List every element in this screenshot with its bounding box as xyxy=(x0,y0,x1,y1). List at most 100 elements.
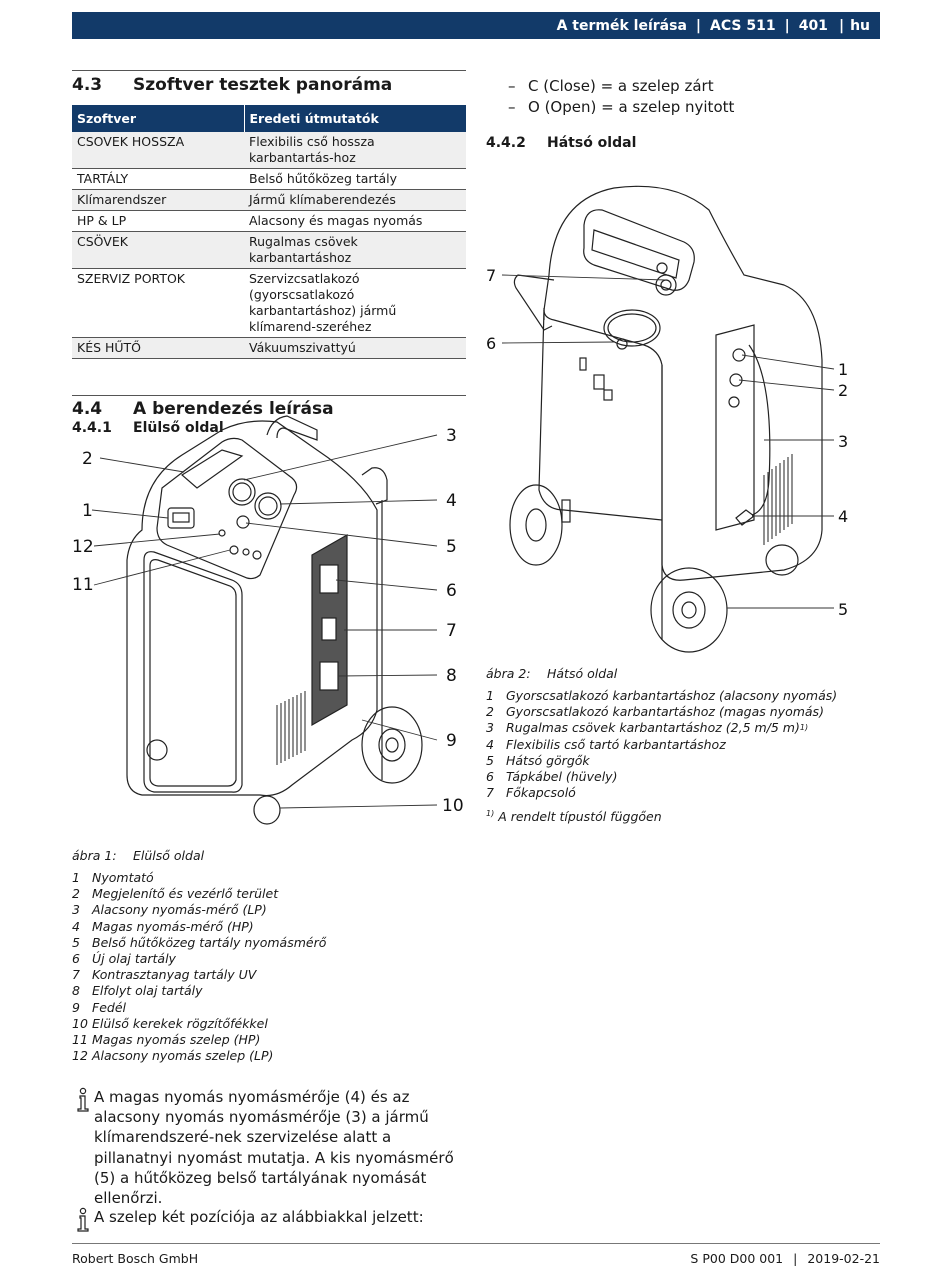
legend-text: Alacsony nyomás szelep (LP) xyxy=(92,1048,274,1064)
header-sep: | xyxy=(838,17,845,34)
legend-number: 3 xyxy=(72,902,80,918)
legend-number: 5 xyxy=(486,752,494,768)
legend-number: 3 xyxy=(486,720,494,736)
info-note: A szelep két pozíciója az alábbiakkal je… xyxy=(72,1207,464,1233)
legend-text: Elfolyt olaj tartály xyxy=(92,983,203,999)
legend-number: 2 xyxy=(72,886,80,902)
figure2-legend: 1 Gyorscsatlakozó karbantartáshoz (alacso… xyxy=(486,688,880,801)
legend-text: Gyorscsatlakozó karbantartáshoz (alacson… xyxy=(506,688,838,703)
legend-number: 6 xyxy=(72,951,80,967)
legend-text: Új olaj tartály xyxy=(92,951,176,967)
list-item: 2 Megjelenítő és vezérlő terület xyxy=(72,886,466,902)
callout-label: 6 xyxy=(486,334,496,353)
legend-number: 2 xyxy=(486,704,494,720)
software-table: Szoftver Eredeti útmutatók CSOVEK HOSSZA… xyxy=(72,105,466,359)
rear-view-illustration: 7 6 1 2 3 4 5 xyxy=(486,185,848,653)
table-cell: KÉS HŰTŐ xyxy=(72,337,244,359)
subsection-title: Hátsó oldal xyxy=(547,135,637,151)
callout-label: 9 xyxy=(446,731,457,751)
figure-title: Hátsó oldal xyxy=(547,666,618,681)
legend-number: 1 xyxy=(486,688,494,703)
table-cell: SZERVIZ PORTOK xyxy=(72,268,244,338)
legend-number: 7 xyxy=(486,785,494,801)
callout-label: 4 xyxy=(446,491,457,511)
info-icon xyxy=(77,1207,89,1232)
callout-label: 5 xyxy=(838,600,848,619)
section-number: 4.4 xyxy=(72,399,103,419)
figure-label: ábra 2: xyxy=(486,666,531,681)
list-item: 1 Gyorscsatlakozó karbantartáshoz (alacso… xyxy=(486,688,880,704)
section-title: Szoftver tesztek panoráma xyxy=(133,75,393,95)
footer-company: Robert Bosch GmbH xyxy=(72,1251,199,1266)
legend-text: Alacsony nyomás-mérő (LP) xyxy=(92,902,267,918)
right-column: –C (Close) = a szelep zárt –O (Open) = a… xyxy=(486,70,880,151)
table-row: TARTÁLY Belső hűtőközeg tartály xyxy=(72,168,466,190)
figure-caption: ábra 2: Hátsó oldal xyxy=(486,666,880,681)
legend-number: 4 xyxy=(486,736,494,752)
info-icon xyxy=(77,1087,89,1112)
left-column: 4.3 Szoftver tesztek panoráma Szoftver E… xyxy=(72,70,466,436)
table-cell: CSOVEK HOSSZA xyxy=(72,132,244,169)
legend-text: Belső hűtőközeg tartály nyomásmérő xyxy=(92,934,327,950)
figure-label: ábra 1: xyxy=(72,848,117,863)
subsection-4-4-1-heading: 4.4.1 Elülső oldal xyxy=(72,420,466,436)
legend-text: Magas nyomás-mérő (HP) xyxy=(92,918,254,934)
figure-caption: ábra 1: Elülső oldal xyxy=(72,848,466,863)
callout-label: 4 xyxy=(838,507,848,526)
page-header: A termék leírása | ACS 511 | 401 | hu xyxy=(72,12,880,39)
callout-label: 3 xyxy=(838,432,848,451)
section-title: A berendezés leírása xyxy=(133,399,334,419)
legend-number: 11 xyxy=(72,1032,88,1048)
list-item: 6 Új olaj tartály xyxy=(72,951,466,967)
legend-text: Gyorscsatlakozó karbantartáshoz (magas n… xyxy=(506,704,824,720)
callout-label: 12 xyxy=(72,537,94,557)
table-cell: Rugalmas csövek karbantartáshoz xyxy=(244,231,466,269)
header-lang: hu xyxy=(850,17,870,34)
table-cell: Alacsony és magas nyomás xyxy=(244,210,466,232)
footnote-ref: 1) xyxy=(799,723,809,733)
table-row: CSÖVEK Rugalmas csövek karbantartáshoz xyxy=(72,231,466,269)
header-product: ACS 511 xyxy=(710,17,776,34)
subsection-title: Elülső oldal xyxy=(133,420,224,436)
table-cell: HP & LP xyxy=(72,210,244,232)
legend-number: 8 xyxy=(72,983,80,999)
legend-text: Megjelenítő és vezérlő terület xyxy=(92,886,279,902)
legend-number: 12 xyxy=(72,1048,88,1064)
legend-text: Magas nyomás szelep (HP) xyxy=(92,1032,261,1048)
callout-label: 6 xyxy=(446,581,457,601)
callout-label: 7 xyxy=(486,266,496,285)
legend-text: Nyomtató xyxy=(92,870,154,885)
front-view-illustration: 2 1 3 4 5 6 7 8 9 10 11 12 xyxy=(72,415,464,825)
legend-number: 9 xyxy=(72,999,80,1015)
list-item: 3 Alacsony nyomás-mérő (LP) xyxy=(72,902,466,918)
dash-marker: – xyxy=(508,97,516,116)
header-sep: | xyxy=(784,17,790,34)
note-text: A szelep két pozíciója az alábbiakkal je… xyxy=(94,1208,424,1226)
legend-text: Kontrasztanyag tartály UV xyxy=(92,967,257,983)
section-rule xyxy=(72,70,466,71)
table-cell: TARTÁLY xyxy=(72,168,244,190)
note-text: A magas nyomás nyomásmérője (4) és az al… xyxy=(94,1088,454,1208)
callout-label: 11 xyxy=(72,575,94,595)
footer-date: 2019-02-21 xyxy=(807,1251,880,1266)
table-row: Klímarendszer Jármű klímaberendezés xyxy=(72,189,466,211)
table-cell: Klímarendszer xyxy=(72,189,244,211)
legend-text: Főkapcsoló xyxy=(506,785,576,801)
list-item: 7 Főkapcsoló xyxy=(486,785,880,801)
section-4-4-heading: 4.4 A berendezés leírása xyxy=(72,399,466,419)
subsection-number: 4.4.1 xyxy=(72,420,112,436)
info-note: A magas nyomás nyomásmérője (4) és az al… xyxy=(72,1087,464,1208)
